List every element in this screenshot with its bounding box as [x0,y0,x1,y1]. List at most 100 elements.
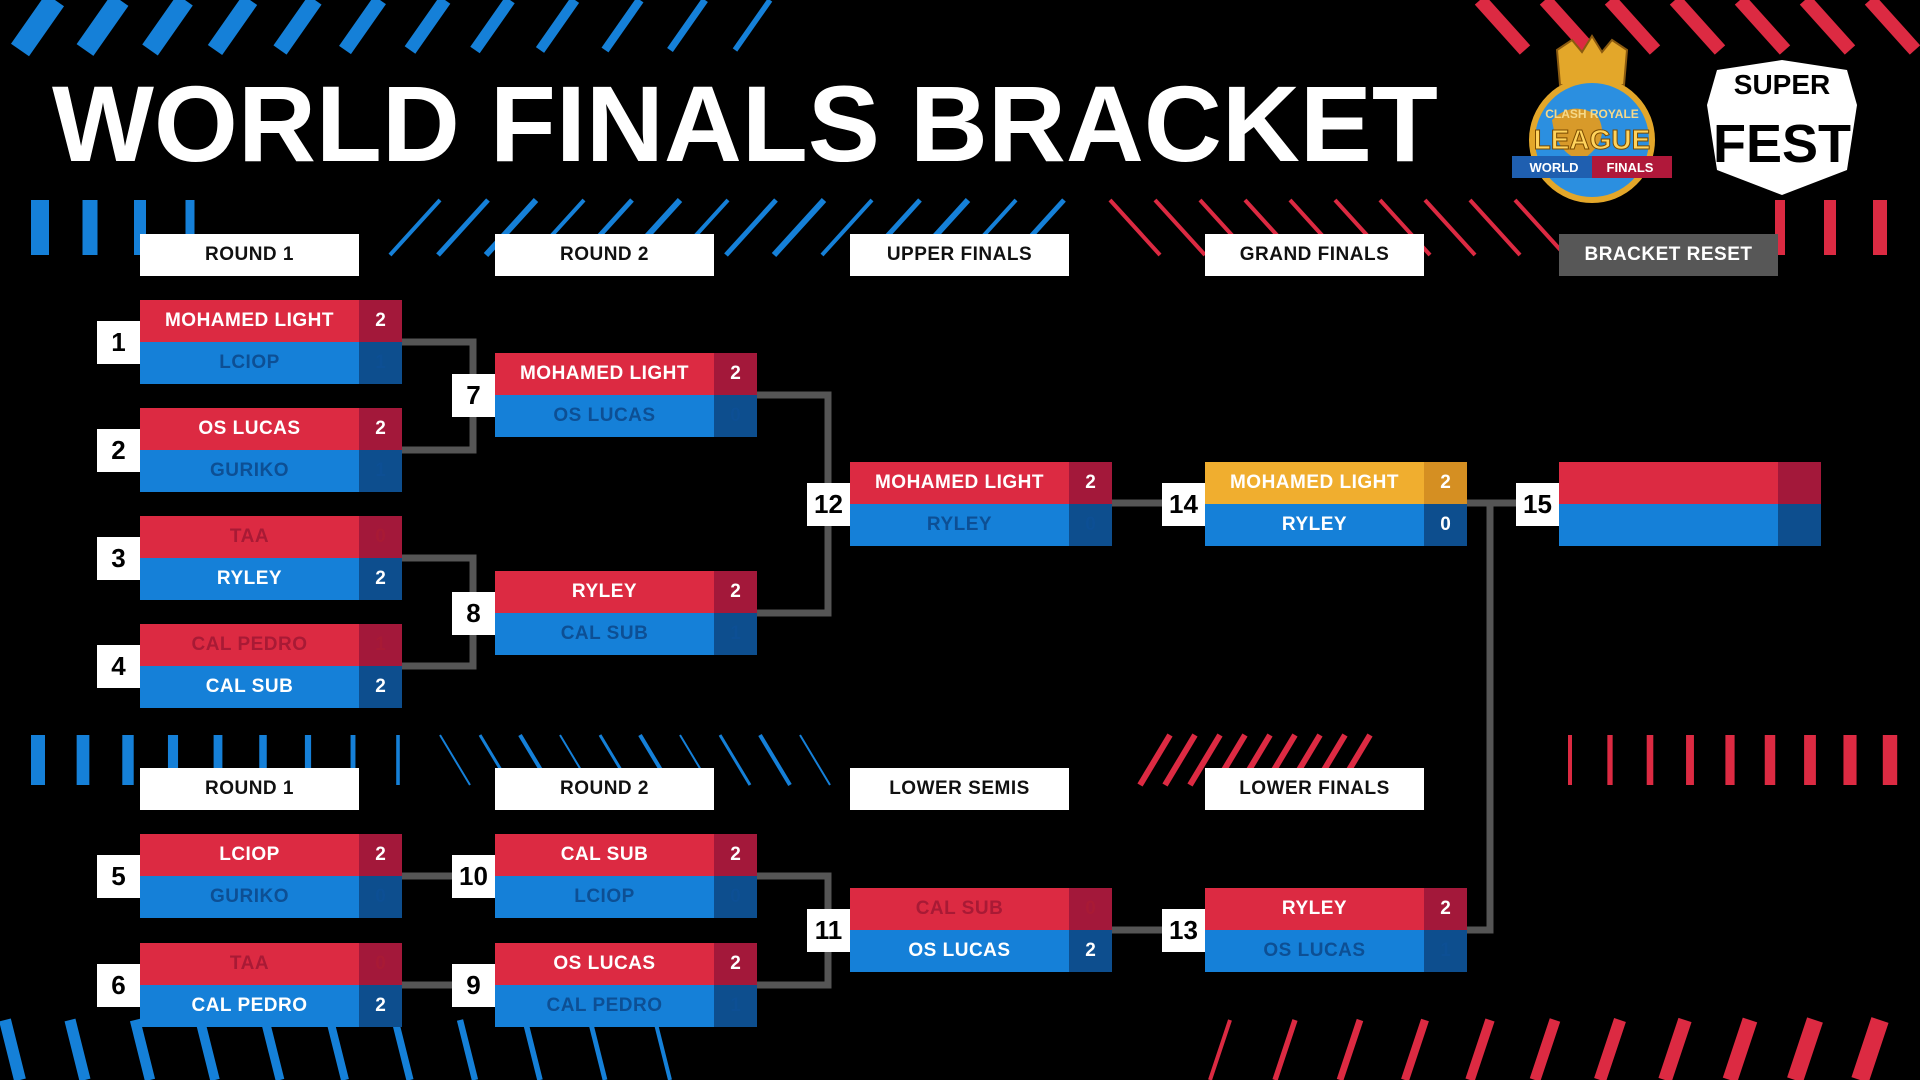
match-number: 5 [97,855,140,898]
player-name: TAA [140,943,359,985]
stripe [470,0,515,54]
player-score: 0 [1069,888,1112,930]
header-upper-round2: ROUND 2 [495,234,714,276]
stripe [1669,0,1726,55]
stripe [1336,1018,1364,1080]
logo-text: LEAGUE [1534,124,1651,155]
match-number: 8 [452,592,495,635]
stripe [326,1019,349,1080]
stripe [1137,733,1173,787]
stripe [732,0,773,52]
stripe [391,1019,414,1080]
page-title: WORLD FINALS BRACKET [52,63,1438,184]
player-score: 1 [714,985,757,1027]
player-score: 2 [1424,888,1467,930]
stripe [820,198,874,257]
logo-text: WORLD [1529,160,1578,175]
stripe [1658,1017,1692,1080]
match-number: 2 [97,429,140,472]
player-score: 0 [359,876,402,918]
player-name: CAL SUB [495,613,714,655]
player-score: 2 [359,558,402,600]
player-name [1559,462,1778,504]
logo-text: FINALS [1607,160,1654,175]
clash-royale-league-logo: CLASH ROYALE LEAGUE WORLD FINALS [1512,34,1672,203]
player-name: GURIKO [140,450,359,492]
stripe [388,198,442,257]
stripe [718,734,752,786]
stripe [1401,1018,1429,1080]
player-name: GURIKO [140,876,359,918]
player-score: 2 [714,353,757,395]
player-name: RYLEY [1205,504,1424,546]
player-name: CAL PEDRO [140,985,359,1027]
stripe [1187,733,1223,787]
stripe [64,1018,91,1080]
match-number: 14 [1162,483,1205,526]
logo-text: CLASH ROYALE [1545,107,1639,121]
player-score: 1 [359,342,402,384]
player-name: OS LUCAS [850,930,1069,972]
player-score: 1 [359,624,402,666]
match-15 [1559,462,1821,546]
player-score: 0 [714,395,757,437]
player-name: OS LUCAS [495,395,714,437]
stripe [456,1019,479,1080]
player-name: MOHAMED LIGHT [850,462,1069,504]
match-number: 7 [452,374,495,417]
stripe [436,198,490,257]
player-score: 1 [1424,930,1467,972]
player-score: 2 [359,300,402,342]
player-name: LCIOP [140,834,359,876]
player-score: 1 [714,613,757,655]
player-name: MOHAMED LIGHT [1205,462,1424,504]
stripe [587,1019,608,1080]
logo-text: SUPER [1734,69,1830,100]
superfest-logo: SUPER FEST [1707,60,1857,195]
player-score: 2 [714,834,757,876]
player-name: OS LUCAS [1205,930,1424,972]
player-name: RYLEY [850,504,1069,546]
match-number: 10 [452,855,495,898]
match-number: 9 [452,964,495,1007]
stripe [142,0,193,56]
player-score: 0 [359,943,402,985]
player-name: RYLEY [1205,888,1424,930]
stripe [1851,1017,1889,1080]
stripe [535,0,580,53]
stripe [653,1019,672,1080]
player-name [1559,504,1778,546]
match-number: 3 [97,537,140,580]
stripe [667,0,708,53]
stripe [1108,198,1162,257]
stripe [439,734,471,786]
stripe [1594,1018,1626,1080]
stripe [1529,1018,1561,1080]
